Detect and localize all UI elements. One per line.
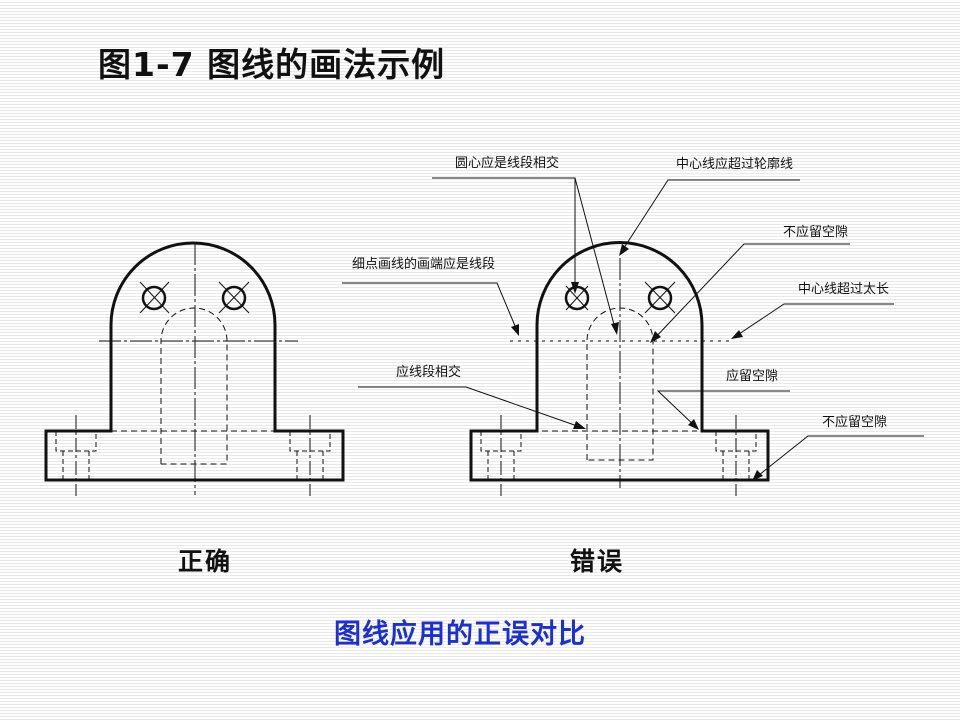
correct-hole-left <box>141 285 167 311</box>
label-dash-dot-ends: 细点画线的画端应是线段 <box>352 256 495 272</box>
caption-correct: 正确 <box>178 547 233 576</box>
label-no-gap-bottom: 不应留空隙 <box>822 414 887 430</box>
leader-dash-dot-ends <box>342 282 519 334</box>
wrong-hole-left-cross2 <box>565 285 589 311</box>
correct-hole-left-cross2 <box>139 281 170 314</box>
arrow-circle-center <box>571 282 579 294</box>
arrow-centerline-beyond <box>619 244 629 256</box>
arrowheads <box>511 244 763 481</box>
wrong-outline <box>469 241 770 482</box>
correct-drawing <box>44 241 345 496</box>
correct-hole-right-cross2 <box>218 281 250 314</box>
wrong-hole-right-cross2 <box>644 281 676 314</box>
leader-centerline-beyond <box>619 179 800 255</box>
annotation-labels: 圆心应是线段相交 中心线应超过轮廓线 不应留空隙 细点画线的画端应是线段 中心线… <box>352 155 889 430</box>
arrow-centerline-too-long <box>731 330 743 339</box>
label-lines-intersect: 应线段相交 <box>396 364 461 380</box>
wrong-drawing <box>469 241 770 496</box>
leader-circle-center-2 <box>574 177 617 333</box>
arrow-lines-intersect <box>573 421 586 429</box>
leader-lines <box>342 177 924 480</box>
leader-should-gap <box>656 390 790 429</box>
arrow-circle-center-2 <box>611 322 619 335</box>
leader-no-gap-top <box>651 243 850 342</box>
correct-hole-right <box>221 285 247 311</box>
label-circle-center: 圆心应是线段相交 <box>455 155 559 171</box>
arrow-dash-dot-ends <box>511 324 519 336</box>
label-no-gap-top: 不应留空隙 <box>783 224 848 240</box>
subtitle-container: 图线应用的正误对比 <box>0 612 955 651</box>
label-should-gap: 应留空隙 <box>726 368 778 384</box>
correct-hidden-slot <box>160 307 228 465</box>
arrow-no-gap-top <box>650 331 661 343</box>
label-centerline-beyond: 中心线应超过轮廓线 <box>676 156 793 172</box>
label-centerline-too-long: 中心线超过太长 <box>798 282 889 297</box>
slide-subtitle: 图线应用的正误对比 <box>334 619 586 650</box>
correct-outline <box>44 241 345 482</box>
arrow-should-gap <box>688 419 699 430</box>
slide-title: 图1-7 图线的画法示例 <box>98 45 446 84</box>
leader-no-gap-bottom <box>753 435 924 480</box>
caption-wrong: 错误 <box>570 547 625 576</box>
arrow-no-gap-bottom <box>752 470 763 481</box>
leader-lines-intersect <box>358 386 584 429</box>
wrong-hidden-slot <box>586 307 654 461</box>
leader-centerline-too-long <box>732 303 894 339</box>
wrong-hole-right <box>647 285 673 311</box>
